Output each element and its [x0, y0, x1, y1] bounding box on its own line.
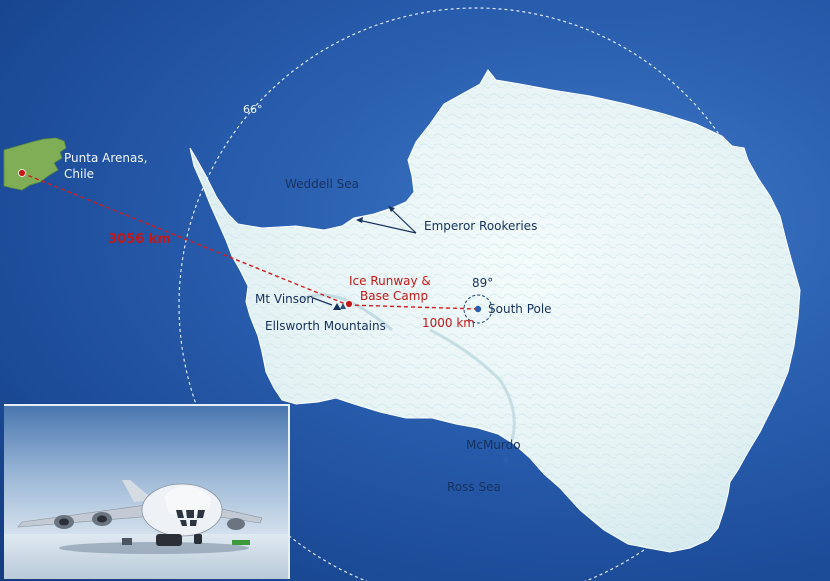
route-camp-to-pole	[347, 304, 479, 310]
label-distance-punta-to-camp: 3056 km	[108, 232, 171, 247]
plane-nose	[164, 486, 211, 514]
label-ross-sea: Ross Sea	[447, 480, 501, 494]
cargo-jet-illustration	[4, 406, 288, 579]
label-weddell-sea: Weddell Sea	[285, 177, 359, 191]
label-mt-vinson: Mt Vinson	[255, 292, 314, 306]
ellsworth-peak-marker	[340, 303, 346, 309]
cargo-jet-photo	[4, 404, 290, 579]
plane-engine-1-intake	[59, 518, 69, 526]
plane-main-gear	[156, 534, 182, 546]
rookery-pointer-1	[357, 219, 417, 234]
label-ice-runway: Ice Runway &	[349, 274, 431, 288]
punta-arenas-land	[3, 137, 67, 191]
label-distance-camp-to-pole: 1000 km	[422, 316, 475, 330]
rookery-arrowhead-1	[356, 217, 363, 223]
rookery-pointer-2	[389, 207, 417, 234]
base-camp-marker	[345, 300, 353, 308]
ground-vehicle	[232, 540, 250, 545]
plane-tail	[122, 480, 154, 502]
label-mcmurdo: McMurdo	[466, 438, 521, 452]
ellsworth-ridge	[299, 293, 394, 332]
label-ellsworth-mountains: Ellsworth Mountains	[265, 319, 386, 333]
plane-shadow	[59, 542, 249, 554]
mcmurdo-marker	[503, 457, 509, 463]
vinson-pointer	[312, 297, 333, 306]
rookery-arrowhead-2	[388, 206, 395, 212]
label-latitude-66: 66°	[243, 103, 263, 116]
label-base-camp: Base Camp	[360, 289, 429, 303]
punta-arenas-marker	[18, 169, 26, 177]
mt-vinson-marker	[333, 303, 341, 310]
label-emperor-rookeries: Emperor Rookeries	[424, 219, 538, 233]
label-punta-arenas: Punta Arenas,	[64, 151, 148, 165]
plane-cockpit-windows	[176, 510, 205, 526]
plane-engine-3	[227, 518, 245, 530]
route-punta-to-camp	[21, 172, 349, 306]
plane-nose-gear	[194, 534, 202, 544]
transantarctic-ridge	[429, 328, 516, 441]
plane-engine-2-intake	[97, 515, 107, 523]
ground-crew	[122, 538, 132, 545]
south-pole-marker	[474, 305, 482, 313]
label-chile: Chile	[64, 167, 95, 181]
label-latitude-89: 89°	[472, 276, 494, 290]
label-south-pole: South Pole	[488, 302, 552, 316]
antarctica-texture	[190, 70, 800, 552]
latitude-89-circle	[463, 294, 493, 324]
